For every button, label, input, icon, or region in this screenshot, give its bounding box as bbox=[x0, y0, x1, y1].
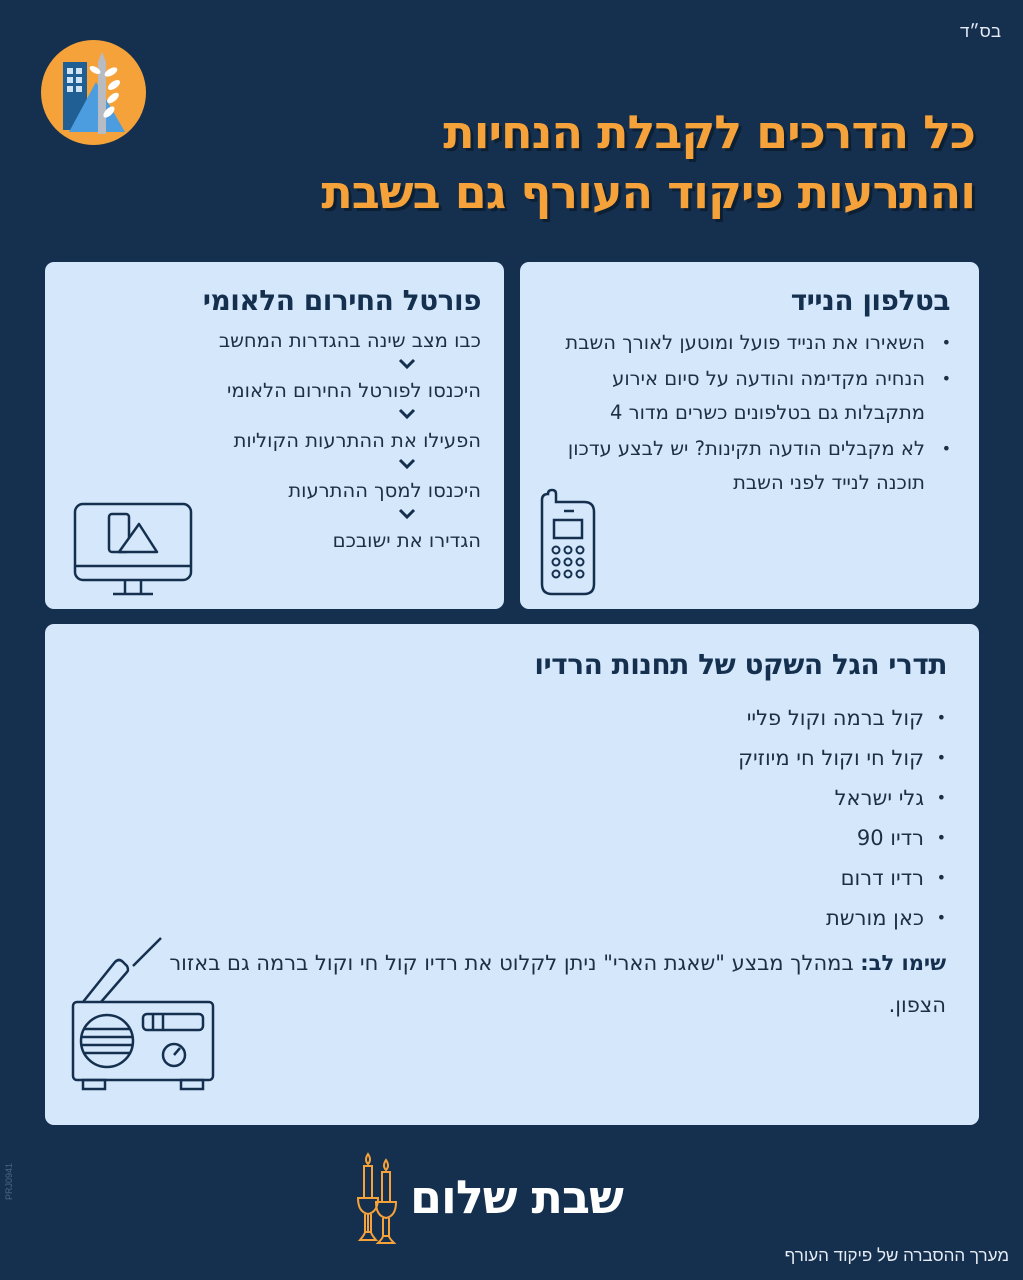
attention-note: שימו לב: במהלך מבצע "שאגת הארי" ניתן לקל… bbox=[166, 942, 946, 1026]
mobile-phone-icon bbox=[540, 488, 596, 596]
step-3: הפעילו את ההתרעות הקוליות bbox=[233, 429, 481, 452]
credit-text: מערך ההסברה של פיקוד העורף bbox=[784, 1246, 1009, 1265]
project-code: PRJ0941 bbox=[4, 1162, 14, 1200]
list-item: רדיו דרום bbox=[446, 858, 946, 898]
step-4: היכנסו למסך ההתרעות bbox=[288, 479, 481, 502]
list-item: לא מקבלים הודעה תקינות? יש לבצע עדכון תו… bbox=[541, 432, 951, 500]
shabbat-shalom-text: שבת שלום bbox=[410, 1170, 624, 1224]
chevron-down-icon bbox=[151, 506, 481, 526]
shabbat-candles-icon bbox=[356, 1152, 398, 1244]
chevron-down-icon bbox=[151, 406, 481, 426]
desktop-monitor-icon bbox=[73, 502, 193, 596]
step-5: הגדירו את ישובכם bbox=[332, 529, 481, 552]
national-emergency-portal-card: פורטל החירום הלאומי כבו מצב שינה בהגדרות… bbox=[45, 262, 504, 609]
mobile-phone-tips-list: השאירו את הנייד פועל ומוטען לאורך השבת ה… bbox=[541, 326, 951, 502]
attention-note-label: שימו לב: bbox=[860, 951, 946, 975]
radio-card-title: תדרי הגל השקט של תחנות הרדיו bbox=[534, 648, 947, 681]
chevron-down-icon bbox=[151, 356, 481, 376]
step-1: כבו מצב שינה בהגדרות המחשב bbox=[218, 329, 481, 352]
list-item: קול חי וקול חי מיוזיק bbox=[446, 738, 946, 778]
radio-stations-card: תדרי הגל השקט של תחנות הרדיו קול ברמה וק… bbox=[45, 624, 979, 1125]
list-item: רדיו 90 bbox=[446, 818, 946, 858]
radio-stations-list: קול ברמה וקול פליי קול חי וקול חי מיוזיק… bbox=[446, 698, 946, 938]
page-title-line-2: והתרעות פיקוד העורף גם בשבת bbox=[321, 165, 976, 219]
list-item: קול ברמה וקול פליי bbox=[446, 698, 946, 738]
home-front-command-logo-icon bbox=[41, 40, 146, 145]
list-item: הנחיה מקדימה והודעה על סיום אירוע מתקבלו… bbox=[541, 362, 951, 430]
mobile-phone-card-title: בטלפון הנייד bbox=[790, 284, 951, 317]
shabbat-shalom-sign: שבת שלום bbox=[352, 1150, 672, 1250]
mobile-phone-card: בטלפון הנייד השאירו את הנייד פועל ומוטען… bbox=[520, 262, 979, 609]
portal-steps: כבו מצב שינה בהגדרות המחשב היכנסו לפורטל… bbox=[151, 326, 481, 556]
page-title: כל הדרכים לקבלת הנחיות והתרעות פיקוד העו… bbox=[321, 102, 976, 222]
bsd-label: בס״ד bbox=[960, 22, 1001, 41]
attention-note-text: במהלך מבצע "שאגת הארי" ניתן לקלוט את רדי… bbox=[169, 951, 946, 1017]
step-2: היכנסו לפורטל החירום הלאומי bbox=[227, 379, 481, 402]
chevron-down-icon bbox=[151, 456, 481, 476]
portal-card-title: פורטל החירום הלאומי bbox=[202, 284, 482, 317]
list-item: כאן מורשת bbox=[446, 898, 946, 938]
page-title-line-1: כל הדרכים לקבלת הנחיות bbox=[443, 105, 976, 159]
radio-icon bbox=[71, 937, 215, 1091]
list-item: השאירו את הנייד פועל ומוטען לאורך השבת bbox=[541, 326, 951, 360]
list-item: גלי ישראל bbox=[446, 778, 946, 818]
